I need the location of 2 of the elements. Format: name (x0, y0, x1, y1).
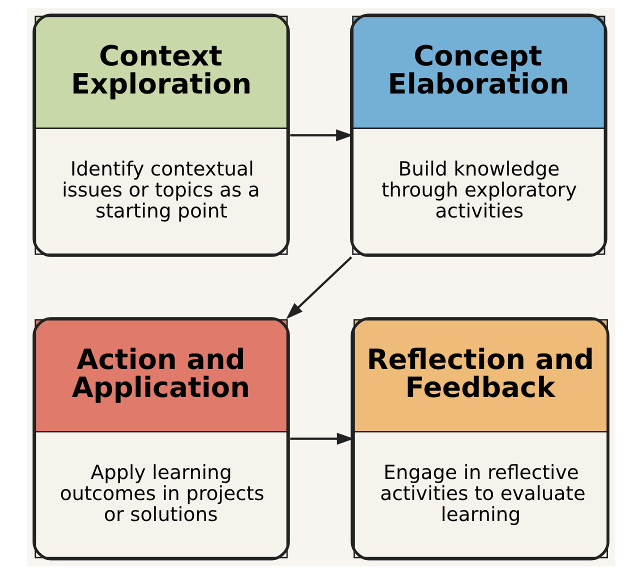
arrow (286, 256, 352, 320)
arrow (290, 432, 354, 445)
